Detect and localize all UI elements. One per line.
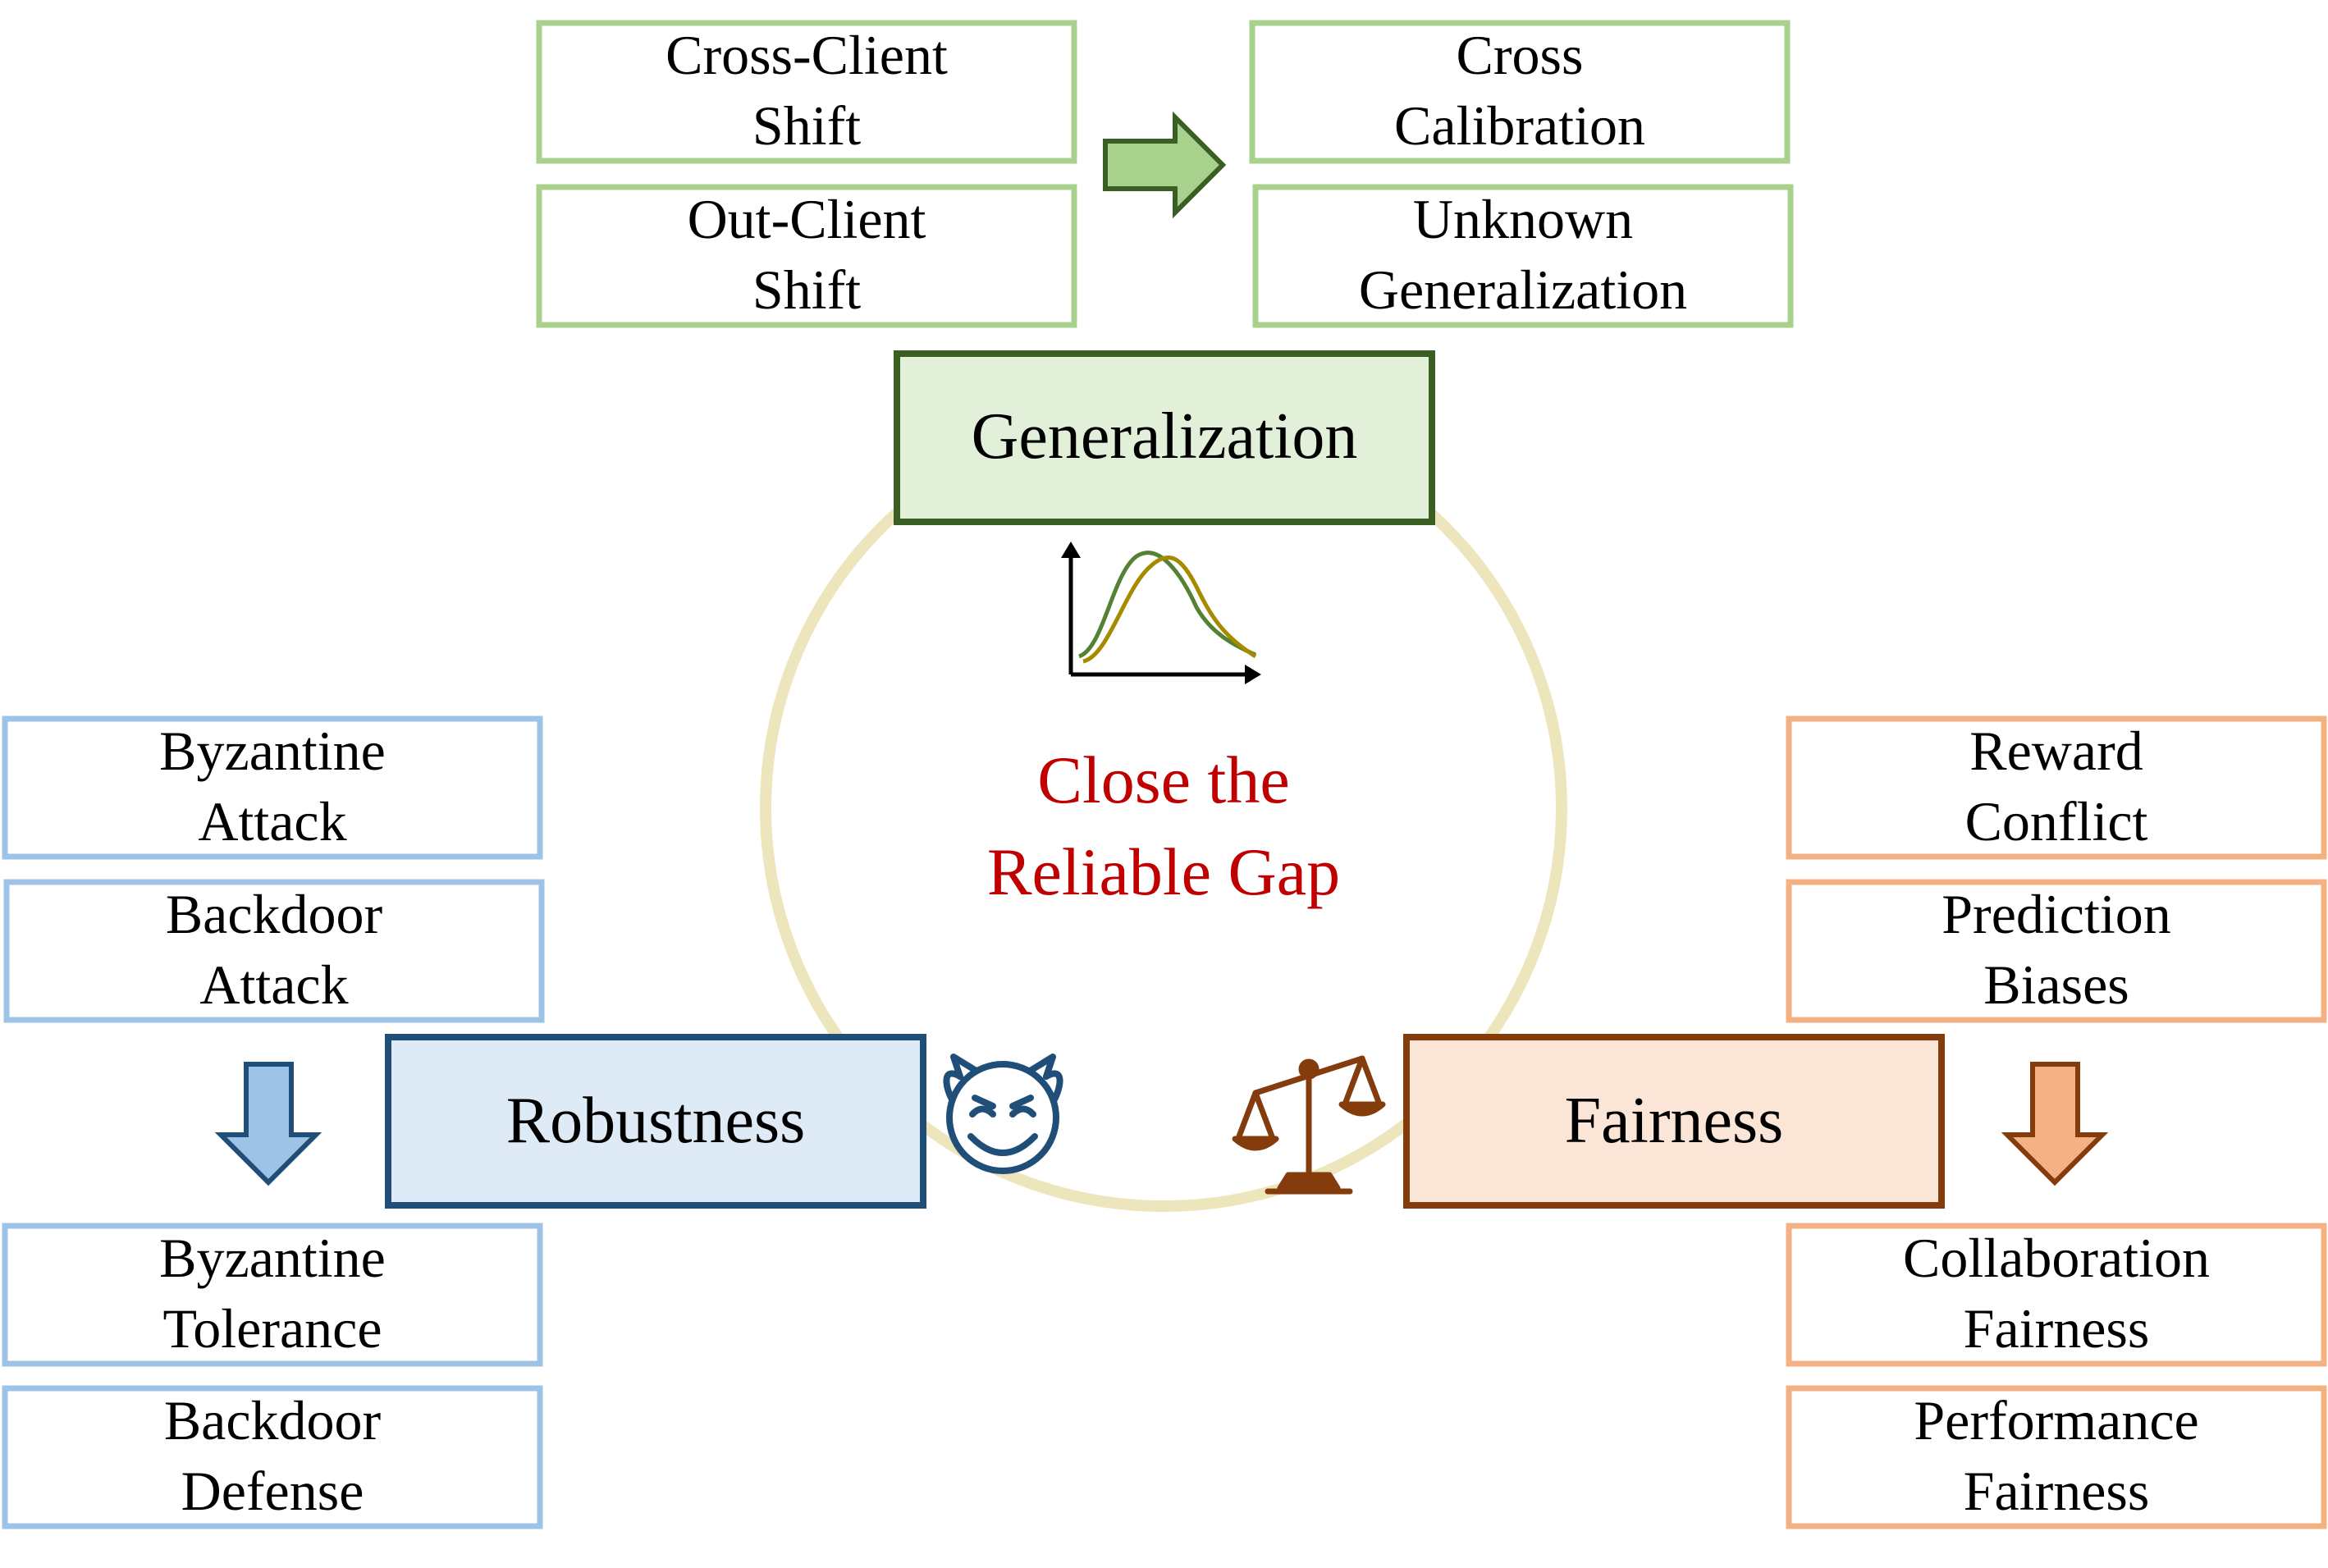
fairness-problem-1-line2: Conflict <box>1965 790 2148 853</box>
robustness-solution-2-line1: Backdoor <box>164 1389 382 1451</box>
fairness-title: Fairness <box>1565 1085 1784 1157</box>
robustness-box: Robustness <box>385 1034 926 1209</box>
generalization-problem-1: Cross-Client Shift <box>536 20 1077 164</box>
arrow-down-icon <box>2001 1062 2109 1186</box>
robustness-solution-1: Byzantine Tolerance <box>2 1223 543 1367</box>
fairness-problem-2: Prediction Biases <box>1786 879 2327 1023</box>
robustness-title: Robustness <box>506 1085 806 1157</box>
robustness-solution-2-line2: Defense <box>181 1460 364 1522</box>
center-text-line1: Close the <box>1037 743 1289 817</box>
balance-scale-icon <box>1232 1055 1386 1195</box>
generalization-problem-2-line1: Out-Client <box>688 188 926 250</box>
robustness-problem-2-line2: Attack <box>199 953 348 1016</box>
generalization-solution-1-line1: Cross <box>1457 24 1584 86</box>
robustness-problem-1: Byzantine Attack <box>2 715 543 860</box>
distribution-chart-icon <box>1061 542 1261 684</box>
fairness-solution-1-line1: Collaboration <box>1903 1227 2210 1289</box>
robustness-problem-1-line1: Byzantine <box>159 720 386 782</box>
fairness-problem-1: Reward Conflict <box>1786 715 2327 860</box>
robustness-solution-2: Backdoor Defense <box>2 1385 543 1529</box>
fairness-problem-2-line2: Biases <box>1983 953 2129 1016</box>
generalization-solution-1-line2: Calibration <box>1394 94 1645 157</box>
fairness-box: Fairness <box>1403 1034 1945 1209</box>
fairness-solution-2: Performance Fairness <box>1786 1385 2327 1529</box>
generalization-problem-1-line2: Shift <box>752 94 861 157</box>
fairness-solution-1-line2: Fairness <box>1964 1297 2150 1360</box>
generalization-solution-2-line2: Generalization <box>1359 258 1687 321</box>
robustness-problem-1-line2: Attack <box>198 790 346 853</box>
robustness-problem-2-line1: Backdoor <box>166 883 383 945</box>
generalization-problem-2: Out-Client Shift <box>536 184 1077 328</box>
arrow-down-icon <box>214 1062 322 1186</box>
robustness-solution-1-line2: Tolerance <box>162 1297 382 1360</box>
fairness-solution-2-line2: Fairness <box>1964 1460 2150 1522</box>
fairness-problem-2-line1: Prediction <box>1942 883 2171 945</box>
devil-face-icon <box>943 1054 1063 1174</box>
fairness-problem-1-line1: Reward <box>1969 720 2143 782</box>
fairness-solution-2-line1: Performance <box>1914 1389 2198 1451</box>
arrow-right-icon <box>1103 111 1227 219</box>
center-text-line2: Reliable Gap <box>987 834 1340 909</box>
generalization-box: Generalization <box>894 350 1435 525</box>
robustness-solution-1-line1: Byzantine <box>159 1227 386 1289</box>
generalization-solution-1: Cross Calibration <box>1249 20 1791 164</box>
generalization-problem-1-line1: Cross-Client <box>665 24 948 86</box>
generalization-solution-2-line1: Unknown <box>1413 188 1633 250</box>
generalization-title: Generalization <box>972 400 1358 473</box>
robustness-problem-2: Backdoor Attack <box>3 879 545 1023</box>
generalization-problem-2-line2: Shift <box>752 258 861 321</box>
fairness-solution-1: Collaboration Fairness <box>1786 1223 2327 1367</box>
generalization-solution-2: Unknown Generalization <box>1252 184 1794 328</box>
